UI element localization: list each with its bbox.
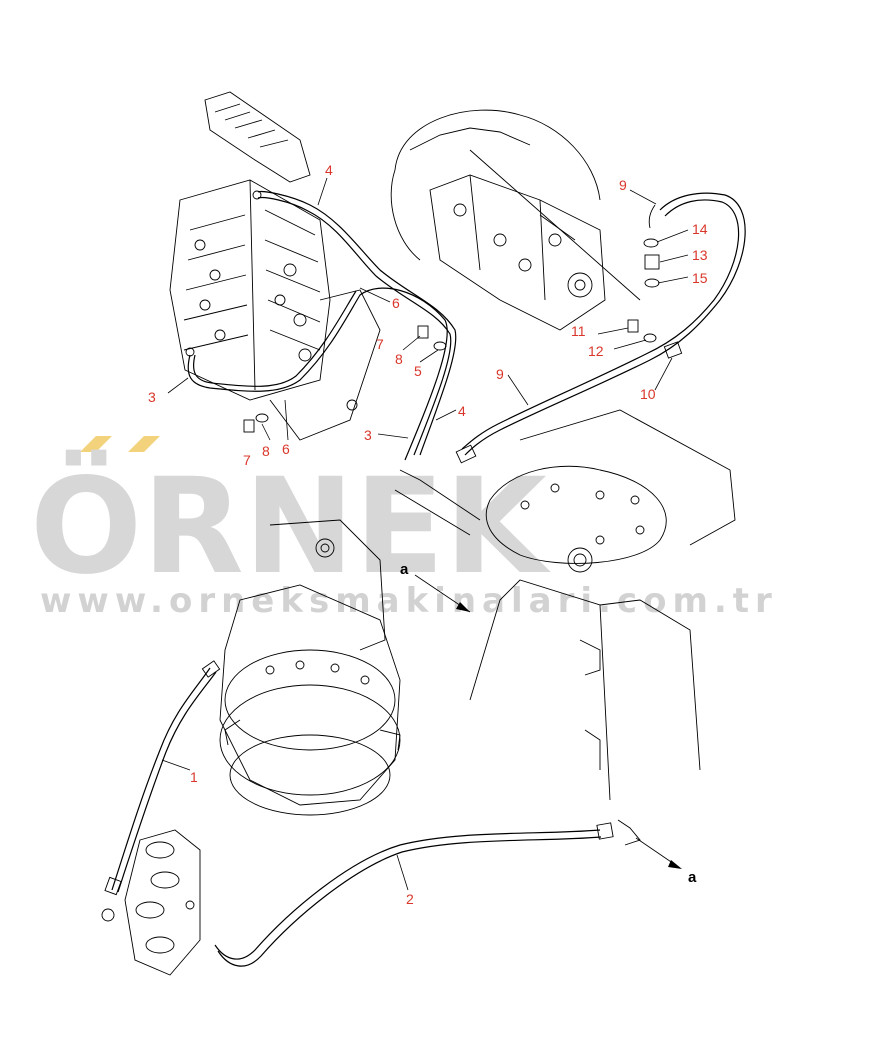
watermark-accent-right	[128, 436, 160, 452]
callout-3-upper: 3	[148, 389, 156, 405]
callout-7-lower: 7	[243, 452, 251, 468]
fittings	[243, 238, 683, 846]
callout-8-upper: 8	[395, 351, 403, 367]
callout-9-upper: 9	[619, 177, 627, 193]
arrow-a-top: a	[400, 561, 471, 613]
callout-7-upper: 7	[376, 336, 384, 352]
hose-1	[104, 660, 221, 896]
callout-4-lower: 4	[458, 403, 466, 419]
callout-11: 11	[571, 323, 586, 339]
callout-4-upper: 4	[325, 162, 333, 178]
leader-lines	[161, 177, 689, 891]
hose-3	[185, 287, 448, 461]
swing-motor-upper	[390, 109, 641, 331]
watermark-brand: ÖRNEK	[30, 450, 551, 604]
travel-motor	[219, 519, 401, 816]
callout-3-lower: 3	[364, 427, 372, 443]
hose-2	[214, 822, 614, 967]
callout-2: 2	[406, 891, 414, 907]
callout-6-upper: 6	[392, 295, 400, 311]
watermark: ÖRNEK www.orneksmakinalari.com.tr	[30, 436, 778, 621]
callout-5: 5	[414, 363, 422, 379]
lower-valve	[101, 829, 201, 976]
callout-14: 14	[692, 221, 708, 237]
hose-4	[252, 190, 457, 456]
frame-and-bearing	[469, 409, 736, 801]
callout-9-lower: 9	[496, 366, 504, 382]
callout-15: 15	[692, 270, 708, 286]
watermark-url: www.orneksmakinalari.com.tr	[40, 581, 778, 621]
arrow-a-bottom-label: a	[688, 869, 697, 886]
watermark-accent-left	[80, 436, 112, 452]
arrow-a-top-label: a	[400, 561, 409, 578]
callout-10: 10	[640, 386, 656, 402]
arrow-a-bottom: a	[635, 837, 697, 886]
callout-1: 1	[190, 769, 198, 785]
callout-13: 13	[692, 247, 708, 263]
callout-12: 12	[588, 343, 604, 359]
control-valve	[169, 91, 381, 441]
hose-9	[455, 192, 746, 464]
callout-labels: 1 2 3 3 4 4 5 6 6 7 7 8 8 9 9 10 11 12 1…	[148, 162, 708, 907]
callout-8-lower: 8	[262, 443, 270, 459]
callout-6-lower: 6	[282, 441, 290, 457]
